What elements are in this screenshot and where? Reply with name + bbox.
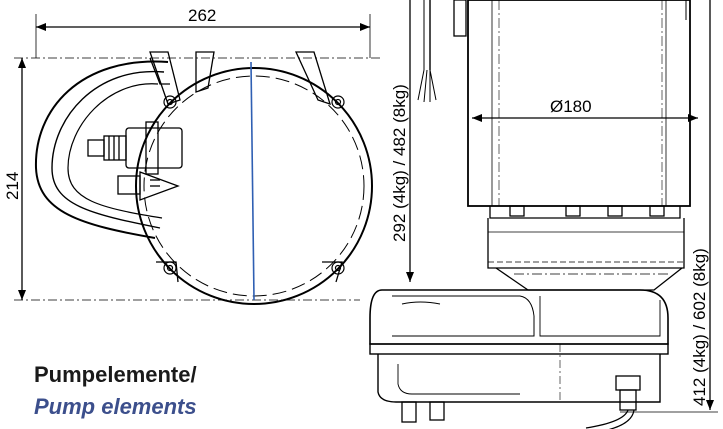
total-height-label: 412 (4kg) / 602 (8kg): [690, 248, 709, 406]
caption-german: Pumpelemente/: [34, 362, 197, 387]
mounting-bracket-left: [149, 51, 181, 105]
diameter-label: Ø180: [550, 97, 592, 116]
outlet-hose: [585, 409, 635, 429]
top-view-height-label: 214: [3, 172, 22, 200]
top-view-width-label: 262: [188, 6, 216, 25]
housing-height-label: 292 (4kg) / 482 (8kg): [390, 84, 409, 242]
caption-english: Pump elements: [34, 394, 197, 419]
top-view: [14, 14, 380, 305]
side-view: [369, 0, 718, 429]
motor-section: [487, 218, 685, 269]
connector-assembly: [87, 121, 183, 201]
mounting-bracket-right: [294, 51, 331, 106]
center-axis: [250, 61, 255, 301]
pump-body-outer: [135, 67, 373, 305]
hose-loop: [34, 60, 169, 239]
cable: [417, 0, 467, 103]
